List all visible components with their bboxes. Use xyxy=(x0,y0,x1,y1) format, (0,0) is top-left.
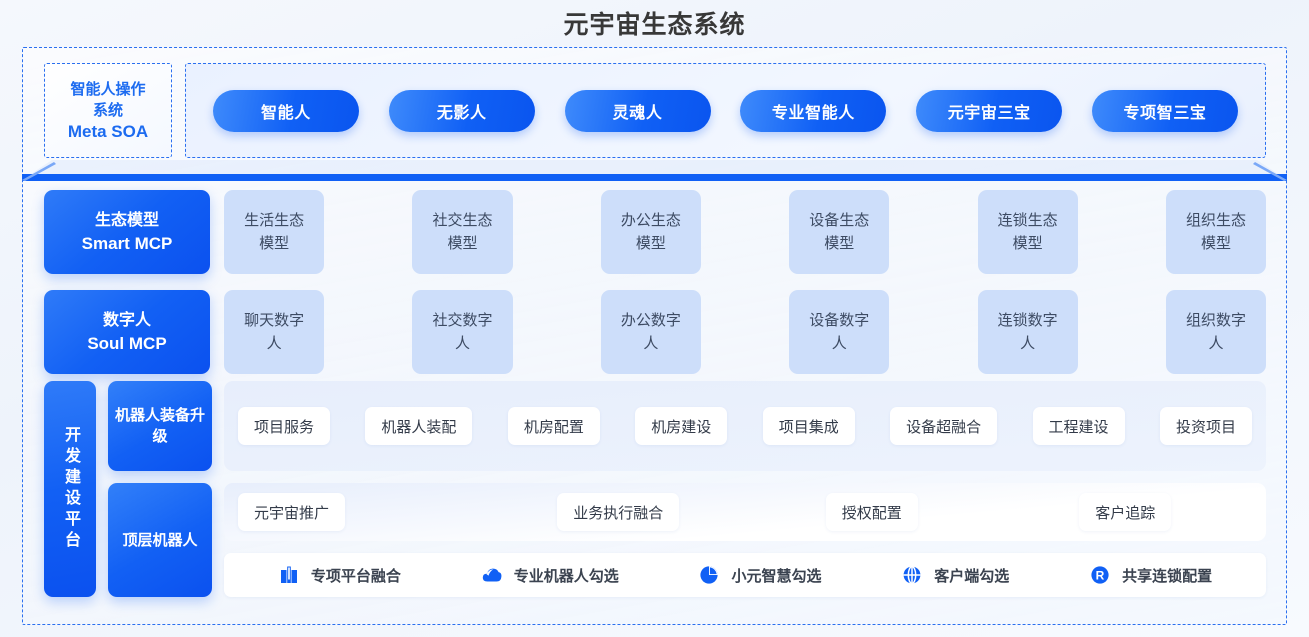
spacer xyxy=(1092,190,1152,274)
row-head-cn: 生态模型 xyxy=(94,212,159,229)
bottom-section: 开发建设平台 机器人装备升级 顶层机器人 项目服务 机器人装配 机房配置 机房建… xyxy=(44,381,1266,597)
chip-slot-0: 元宇宙推广 xyxy=(238,493,492,531)
row-soul-mcp: 数字人 Soul MCP 聊天数字人 社交数字人 办公数字人 设备数字人 连锁数… xyxy=(44,290,1267,374)
cell-soul-mcp-1[interactable]: 社交数字人 xyxy=(412,290,513,374)
agent-pills-container: 智能人 无影人 灵魂人 专业智能人 元宇宙三宝 专项智三宝 xyxy=(185,63,1266,158)
meta-soa-box[interactable]: 智能人操作 系统 Meta SOA xyxy=(44,63,172,158)
svg-text:R: R xyxy=(1096,569,1105,583)
cell-soul-mcp-0[interactable]: 聊天数字人 xyxy=(224,290,325,374)
pill-label: 智能人 xyxy=(261,104,311,122)
icon-feature-label: 专项平台融合 xyxy=(310,567,401,585)
icon-feature-label: 共享连锁配置 xyxy=(1122,567,1213,585)
building-icon xyxy=(278,564,300,586)
vertical-head-label: 开发建设平台 xyxy=(62,426,79,552)
pill-label: 灵魂人 xyxy=(612,104,663,122)
chip-business-1[interactable]: 业务执行融合 xyxy=(557,493,680,531)
pill-agent-0[interactable]: 智能人 xyxy=(212,89,359,132)
chip-service-4[interactable]: 项目集成 xyxy=(762,407,855,445)
spacer xyxy=(527,290,587,374)
chip-slot-3: 客户追踪 xyxy=(999,493,1253,531)
page-title: 元宇宙生态系统 xyxy=(563,11,746,39)
icon-feature-row: 专项平台融合 专业机器人勾选 xyxy=(238,564,1252,586)
cell-smart-mcp-0[interactable]: 生活生态模型 xyxy=(224,190,325,274)
pill-agent-5[interactable]: 专项智三宝 xyxy=(1092,89,1239,132)
icon-feature-0[interactable]: 专项平台融合 xyxy=(278,564,401,586)
pill-label: 元宇宙三宝 xyxy=(947,104,1031,122)
cell-soul-mcp-5[interactable]: 组织数字人 xyxy=(1165,290,1267,374)
cell-soul-mcp-3[interactable]: 设备数字人 xyxy=(789,290,890,374)
pill-agent-4[interactable]: 元宇宙三宝 xyxy=(916,89,1063,132)
chip-service-2[interactable]: 机房配置 xyxy=(507,407,600,445)
perspective-arrow-bar xyxy=(22,160,1287,182)
cell-smart-mcp-3[interactable]: 设备生态模型 xyxy=(789,190,890,274)
spacer xyxy=(903,190,963,274)
spacer xyxy=(715,190,775,274)
pill-label: 无影人 xyxy=(436,104,487,122)
pill-label: 专项智三宝 xyxy=(1123,104,1207,122)
spacer xyxy=(338,190,398,274)
chip-business-0[interactable]: 元宇宙推广 xyxy=(238,493,346,531)
row-head-en: Smart MCP xyxy=(81,234,173,253)
spacer xyxy=(903,290,963,374)
spacer xyxy=(527,190,587,274)
spacer xyxy=(715,290,775,374)
chip-business-3[interactable]: 客户追踪 xyxy=(1079,493,1172,531)
chip-service-1[interactable]: 机器人装配 xyxy=(365,407,473,445)
meta-soa-line1: 智能人操作 xyxy=(70,81,146,98)
row-head-smart-mcp[interactable]: 生态模型 Smart MCP xyxy=(44,190,210,274)
pie-chart-icon xyxy=(698,564,720,586)
sub-head-top-robot[interactable]: 顶层机器人 xyxy=(108,483,212,597)
icon-feature-4[interactable]: R 共享连锁配置 xyxy=(1089,564,1212,586)
chip-service-5[interactable]: 设备超融合 xyxy=(890,407,998,445)
cloud-icon xyxy=(481,564,503,586)
chip-service-0[interactable]: 项目服务 xyxy=(238,407,331,445)
cell-smart-mcp-2[interactable]: 办公生态模型 xyxy=(600,190,701,274)
chip-business-2[interactable]: 授权配置 xyxy=(825,493,918,531)
sub-heads-column: 机器人装备升级 顶层机器人 xyxy=(108,381,212,597)
panel-services: 项目服务 机器人装配 机房配置 机房建设 项目集成 设备超融合 工程建设 投资项… xyxy=(224,381,1266,471)
cell-smart-mcp-4[interactable]: 连锁生态模型 xyxy=(977,190,1078,274)
panels-column: 项目服务 机器人装配 机房配置 机房建设 项目集成 设备超融合 工程建设 投资项… xyxy=(224,381,1266,597)
chip-slot-1: 业务执行融合 xyxy=(492,493,746,531)
pill-agent-3[interactable]: 专业智能人 xyxy=(740,89,887,132)
globe-icon xyxy=(901,564,923,586)
pill-agent-1[interactable]: 无影人 xyxy=(388,89,535,132)
vertical-head-dev-platform[interactable]: 开发建设平台 xyxy=(44,381,96,597)
sub-head-robot-upgrade[interactable]: 机器人装备升级 xyxy=(108,381,212,471)
spacer xyxy=(1092,290,1152,374)
chip-service-3[interactable]: 机房建设 xyxy=(635,407,728,445)
meta-soa-line2: 系统 xyxy=(92,102,123,119)
business-chip-row: 元宇宙推广 业务执行融合 授权配置 客户追踪 xyxy=(238,493,1252,531)
chip-service-7[interactable]: 投资项目 xyxy=(1159,407,1252,445)
chip-service-6[interactable]: 工程建设 xyxy=(1032,407,1125,445)
panel-icon-features: 专项平台融合 专业机器人勾选 xyxy=(224,553,1266,597)
pill-agent-2[interactable]: 灵魂人 xyxy=(564,89,711,132)
top-section: 智能人操作 系统 Meta SOA 智能人 无影人 灵魂人 专业智能人 元宇宙三… xyxy=(44,63,1266,158)
cell-smart-mcp-5[interactable]: 组织生态模型 xyxy=(1165,190,1267,274)
icon-feature-1[interactable]: 专业机器人勾选 xyxy=(481,564,619,586)
row-head-cn: 数字人 xyxy=(102,312,151,329)
cell-soul-mcp-2[interactable]: 办公数字人 xyxy=(600,290,701,374)
spacer xyxy=(338,290,398,374)
icon-feature-label: 专业机器人勾选 xyxy=(513,567,619,585)
chip-slot-2: 授权配置 xyxy=(745,493,999,531)
icon-feature-3[interactable]: 客户端勾选 xyxy=(901,564,1009,586)
cell-soul-mcp-4[interactable]: 连锁数字人 xyxy=(977,290,1078,374)
icon-feature-label: 客户端勾选 xyxy=(934,567,1010,585)
icon-feature-label: 小元智慧勾选 xyxy=(731,567,822,585)
row-head-en: Soul MCP xyxy=(87,334,167,353)
panel-business: 元宇宙推广 业务执行融合 授权配置 客户追踪 xyxy=(224,483,1266,541)
icon-feature-2[interactable]: 小元智慧勾选 xyxy=(698,564,822,586)
row-head-soul-mcp[interactable]: 数字人 Soul MCP xyxy=(44,290,210,374)
registered-r-icon: R xyxy=(1089,564,1111,586)
row-smart-mcp: 生态模型 Smart MCP 生活生态模型 社交生态模型 办公生态模型 设备生态… xyxy=(44,190,1267,274)
cell-smart-mcp-1[interactable]: 社交生态模型 xyxy=(412,190,513,274)
pill-label: 专业智能人 xyxy=(771,104,855,122)
meta-soa-line3: Meta SOA xyxy=(67,122,149,141)
